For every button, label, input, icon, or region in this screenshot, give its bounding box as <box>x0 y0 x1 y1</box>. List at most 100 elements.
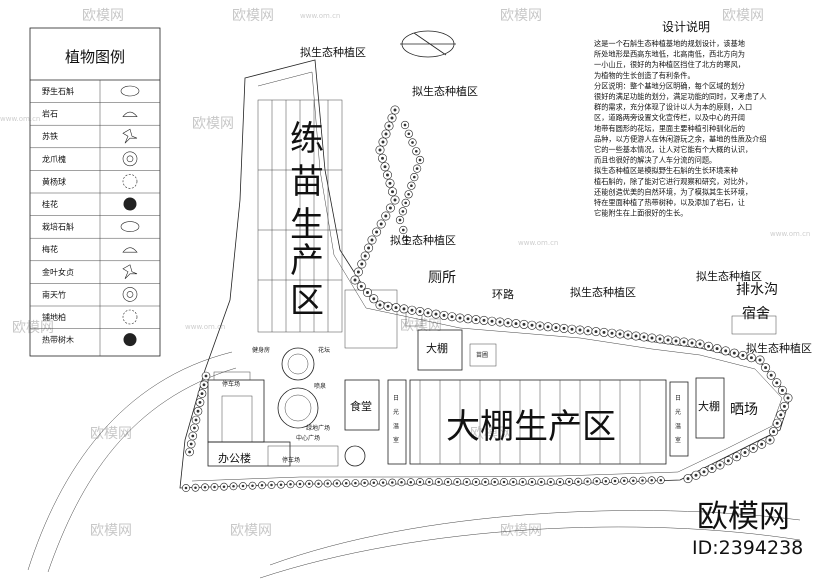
description-title: 设计说明 <box>662 19 710 34</box>
tree-icon <box>629 476 638 485</box>
tree-icon <box>447 312 457 322</box>
planting-zone-label: 拟生态种植区 <box>746 341 812 355</box>
description-line: 而且也很好的解决了人车分流的问题。 <box>594 156 716 165</box>
watermark-text: 欧模网 <box>82 8 124 24</box>
tree-icon <box>258 481 266 490</box>
tree-icon <box>356 281 366 291</box>
tree-icon <box>462 478 471 486</box>
sun-house-west <box>387 379 407 465</box>
tree-icon <box>671 336 681 346</box>
tree-icon <box>574 477 583 486</box>
tree-icon <box>721 346 731 356</box>
tree-icon <box>761 363 771 373</box>
tree-icon <box>535 321 545 331</box>
drainage-label: 排水沟 <box>736 282 778 298</box>
tree-icon <box>342 479 351 488</box>
nandina-symbol <box>122 287 138 302</box>
tree-icon <box>738 350 748 360</box>
tree-icon <box>353 267 363 277</box>
description-line: 所处地形是西高东地低，北高南低，西北方向为 <box>594 50 745 59</box>
tree-icon <box>565 477 574 486</box>
tree-icon <box>740 447 750 457</box>
tree-icon <box>407 305 417 315</box>
plum-blossom-symbol <box>122 247 138 253</box>
tree-icon <box>407 181 416 190</box>
tree-icon <box>383 301 393 311</box>
tree-icon <box>699 467 709 477</box>
tree-icon <box>360 251 370 261</box>
tree-icon <box>591 327 601 337</box>
tree-icon <box>647 476 656 485</box>
tree-icon <box>559 323 569 333</box>
tree-icon <box>367 235 377 245</box>
tree-icon <box>385 178 395 188</box>
tree-icon <box>402 235 411 245</box>
tree-icon <box>444 478 452 486</box>
tree-icon <box>679 337 689 347</box>
legend-label: 桂花 <box>42 199 58 209</box>
tree-icon <box>239 482 247 490</box>
small-label: 苗圃 <box>476 351 488 359</box>
description-line: 为植物的生长创造了有利条件。 <box>594 71 695 80</box>
tree-icon <box>351 479 360 487</box>
sun-house-label: 室 <box>675 436 681 444</box>
tree-icon <box>715 460 725 470</box>
tree-icon <box>377 153 387 163</box>
office-label: 办公楼 <box>218 451 251 465</box>
tree-icon <box>631 331 641 341</box>
sun-house-label: 光 <box>393 408 399 416</box>
planting-zone-label: 拟生态种植区 <box>412 84 478 98</box>
legend-frame <box>29 27 161 357</box>
plant-legend: 植物图例 野生石斛岩石苏铁龙爪槐黄杨球桂花栽培石斛梅花金叶女贞南天竹铺地柏热带树… <box>29 27 161 357</box>
tree-icon <box>453 478 462 486</box>
tree-icon <box>399 304 409 314</box>
nursery-zone-char: 区 <box>290 281 324 321</box>
tree-icon <box>583 326 593 336</box>
osmanthus-symbol <box>123 197 137 211</box>
tree-icon <box>471 315 481 325</box>
tree-icon <box>527 320 537 330</box>
tree-icon <box>567 324 577 334</box>
legend-title: 植物图例 <box>65 48 125 66</box>
tree-icon <box>375 145 385 155</box>
tree-icon <box>647 333 657 343</box>
greenhouse-block <box>409 379 667 465</box>
ring-road-label: 环路 <box>492 288 514 301</box>
tree-icon <box>381 129 391 139</box>
planting-zone-label: 拟生态种植区 <box>390 233 456 247</box>
tree-icon <box>487 316 497 326</box>
nursery-zone-char: 苗 <box>290 162 324 202</box>
tree-icon <box>707 463 717 473</box>
nursery-zone-char: 练 <box>290 119 324 159</box>
tree-icon <box>364 243 374 253</box>
tree-icon <box>611 477 619 485</box>
tree-icon <box>551 323 561 333</box>
tree-icon <box>495 317 505 327</box>
legend-label: 热带树木 <box>42 335 74 345</box>
tree-icon <box>599 327 609 337</box>
office-building-inner <box>221 395 253 443</box>
description-line: 特在里面种植了热带树种，以及添加了岩石，让 <box>594 198 745 207</box>
description-line: 区，道路两旁设置文化宣传栏，以及中心的开阔 <box>594 113 745 122</box>
watermark-url: www.om.cn <box>185 323 225 331</box>
small-label: 中心广场 <box>296 434 320 442</box>
tree-icon <box>332 479 341 488</box>
cultivated-dendrobium-symbol <box>120 221 140 232</box>
tree-icon <box>503 318 513 328</box>
tree-icon <box>472 478 480 486</box>
tree-icon <box>387 187 397 197</box>
office-plaza <box>207 347 366 467</box>
plaza-circle <box>344 445 366 467</box>
tree-icon <box>623 330 633 340</box>
tree-icon <box>423 308 433 318</box>
watermark-text: 欧模网 <box>192 116 234 132</box>
tree-icon <box>663 335 673 345</box>
description-lines: 这是一个石斛生态种植基地的规划设计，该基地所处地形是西高东地低，北高南低，西北方… <box>594 39 767 218</box>
small-label: 健身房 <box>252 346 270 354</box>
small-label: 喷泉 <box>314 382 326 390</box>
brand-block: 欧模网 ID:2394238 <box>692 499 803 559</box>
small-label: 花坛 <box>318 346 330 354</box>
north-arrow-icon <box>400 30 456 58</box>
golden-privet-symbol <box>122 264 138 280</box>
brand-id: ID:2394238 <box>692 537 803 559</box>
